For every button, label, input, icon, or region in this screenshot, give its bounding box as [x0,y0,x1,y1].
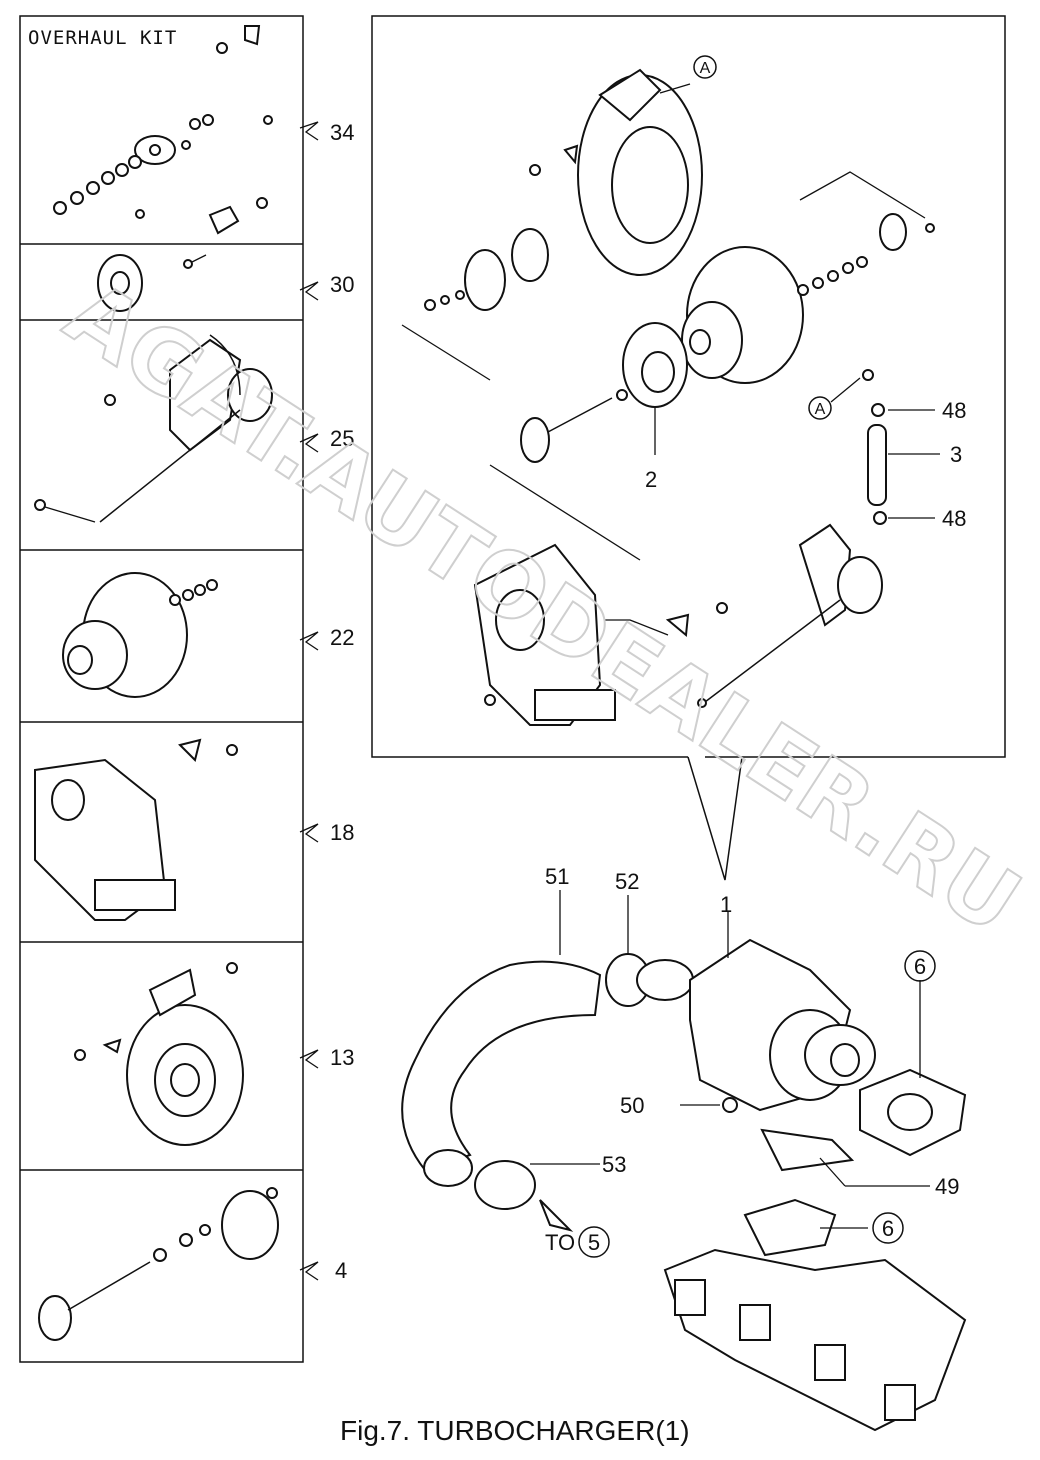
turbo-assembly [401,890,967,1432]
callout-6-bottom: 6 [882,1216,894,1241]
ref-18: 18 [330,820,354,845]
callout-48-bottom: 48 [942,506,966,531]
to-label: TO [545,1230,575,1255]
kit-panel-13 [74,962,319,1146]
kit-panel-25 [34,334,319,523]
kit-panel-22 [62,572,319,698]
callout-6-top: 6 [914,954,926,979]
callout-3: 3 [950,442,962,467]
exploded-view [371,15,1006,881]
callout-51: 51 [545,864,569,889]
overhaul-kit-column: OVERHAUL KIT [19,15,354,1363]
callout-49: 49 [935,1174,959,1199]
callout-6-bottom-circle [872,1212,904,1244]
figure-caption: Fig.7. TURBOCHARGER(1) [340,1415,690,1446]
ref-25: 25 [330,426,354,451]
kit-panel-30 [97,254,319,312]
kit-frame [19,15,304,1363]
callout-2: 2 [645,467,657,492]
callout-a-top: A [700,60,711,77]
callout-a-mid: A [815,401,826,418]
callout-50: 50 [620,1093,644,1118]
watermark: AGAT.AUTODEALER.RU [49,261,1038,954]
callout-1: 1 [720,892,732,917]
callout-52: 52 [615,869,639,894]
ref-13: 13 [330,1045,354,1070]
kit-panel-18 [34,738,319,921]
ref-30: 30 [330,272,354,297]
kit-panel-34 [53,25,319,235]
callouts: A A 48 3 48 2 1 51 52 50 53 49 6 6 TO 5 [545,55,966,1258]
ref-34: 34 [330,120,354,145]
callout-a-mid-circle [808,396,832,420]
callout-a-top-circle [693,55,717,79]
kit-panel-4 [38,1187,319,1341]
callout-6-top-circle [904,950,936,982]
ref-22: 22 [330,625,354,650]
overhaul-kit-title: OVERHAUL KIT [28,27,177,49]
ref-4: 4 [335,1258,347,1283]
callout-48-top: 48 [942,398,966,423]
to-circle [578,1226,610,1258]
to-target: 5 [588,1230,600,1255]
callout-53: 53 [602,1152,626,1177]
